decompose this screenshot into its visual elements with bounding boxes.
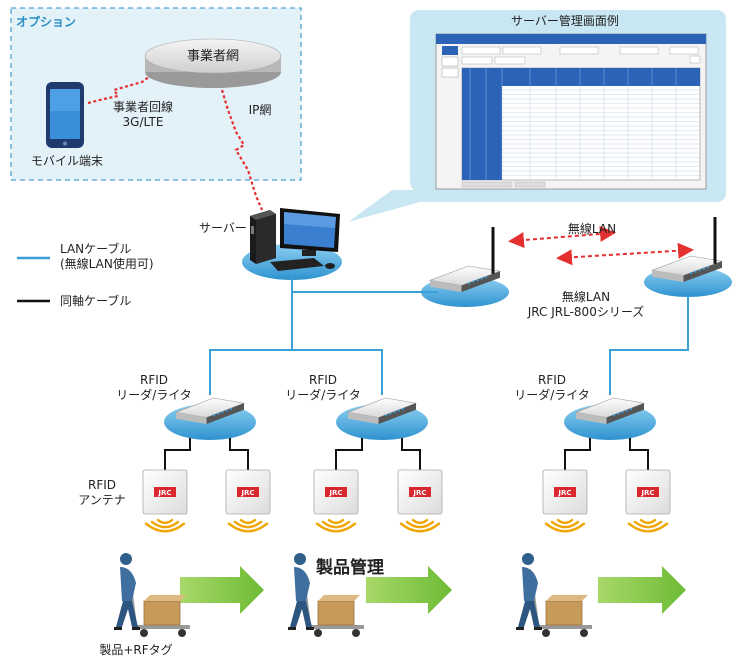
ap-series-label: 無線LAN JRC JRL-800シリーズ (516, 290, 656, 320)
reader-2-label-2: リーダ/ライタ (285, 388, 361, 402)
signal-waves-icon (144, 518, 186, 533)
rfid-antenna-icon: JRC (397, 469, 443, 515)
reader-3-label-1: RFID (537, 373, 567, 387)
legend-lan-label-2: (無線LAN使用可) (60, 257, 154, 271)
jrc-logo: JRC (328, 489, 342, 497)
signal-waves-icon (399, 518, 441, 533)
signal-waves-icon (227, 518, 269, 533)
product-tag-label: 製品+RFタグ (99, 643, 173, 657)
wireless-lan-label: 無線LAN (567, 222, 617, 236)
carrier-line-label-2: 3G/LTE (122, 115, 164, 129)
wireless-ap-left-icon (428, 227, 502, 292)
jrc-logo: JRC (412, 489, 426, 497)
rfid-antenna-icon: JRC (313, 469, 359, 515)
rfid-antenna-icon: JRC (542, 469, 588, 515)
rfid-reader-1-icon (174, 397, 246, 424)
rfid-antenna-icon: JRC (625, 469, 671, 515)
flow-arrows (180, 566, 686, 614)
wlan-arrow-top (508, 225, 616, 249)
jrc-logo: JRC (640, 489, 654, 497)
jrc-logo: JRC (557, 489, 571, 497)
mobile-phone-icon (46, 82, 84, 148)
ap-series-label-1: 無線LAN (561, 290, 611, 304)
antenna-label-2: アンテナ (78, 493, 126, 507)
jrc-logo: JRC (240, 489, 254, 497)
legend-lan-label-1: LANケーブル (60, 242, 132, 256)
server-label: サーバー (199, 221, 247, 235)
legend-coax-label: 同軸ケーブル (60, 294, 132, 308)
wireless-ap-right-icon (650, 217, 724, 282)
option-box-title: オプション (16, 15, 77, 29)
jrc-logo: JRC (157, 489, 171, 497)
server-computer-icon (250, 208, 340, 271)
worker-cart-icon (114, 553, 190, 637)
carrier-line-link (87, 75, 151, 105)
rfid-antennas: JRC JRC JRC JRC JRC JRC (142, 469, 671, 533)
reader-1-label-1: RFID (139, 373, 169, 387)
workers-with-carts (114, 553, 592, 637)
reader-1-label-2: リーダ/ライタ (116, 388, 192, 402)
wlan-arrow-bottom (556, 242, 694, 266)
reader-3-label-2: リーダ/ライタ (514, 388, 590, 402)
carrier-network-label: 事業者網 (186, 49, 239, 64)
product-management-label: 製品管理 (316, 558, 384, 578)
lan-cables (209, 276, 689, 395)
worker-cart-icon (288, 553, 364, 637)
worker-cart-icon (516, 553, 592, 637)
mobile-label: モバイル端末 (30, 154, 103, 168)
rfid-reader-3-icon (574, 397, 646, 424)
coax-cables (164, 438, 649, 470)
ap-series-label-2: JRC JRL-800シリーズ (527, 305, 645, 319)
ip-network-link (220, 89, 264, 211)
signal-waves-icon (627, 518, 669, 533)
signal-waves-icon (544, 518, 586, 533)
legend-lan-label: LANケーブル (無線LAN使用可) (60, 242, 154, 272)
ip-network-label: IP網 (248, 103, 272, 117)
reader-3-label: RFID リーダ/ライタ (510, 373, 594, 403)
signal-waves-icon (315, 518, 357, 533)
rfid-antenna-icon: JRC (225, 469, 271, 515)
carrier-line-label-1: 事業者回線 (112, 100, 173, 114)
reader-2-label-1: RFID (308, 373, 338, 387)
carrier-network-disc (144, 38, 282, 88)
server-screen-title: サーバー管理画面例 (511, 14, 619, 28)
screen-thumbnail (435, 33, 707, 190)
rfid-antenna-icon: JRC (142, 469, 188, 515)
rfid-reader-2-icon (346, 397, 418, 424)
reader-2-label: RFID リーダ/ライタ (281, 373, 365, 403)
reader-1-label: RFID リーダ/ライタ (112, 373, 196, 403)
carrier-line-label: 事業者回線 3G/LTE (100, 100, 186, 130)
antenna-label: RFID アンテナ (74, 478, 130, 508)
antenna-label-1: RFID (87, 478, 117, 492)
